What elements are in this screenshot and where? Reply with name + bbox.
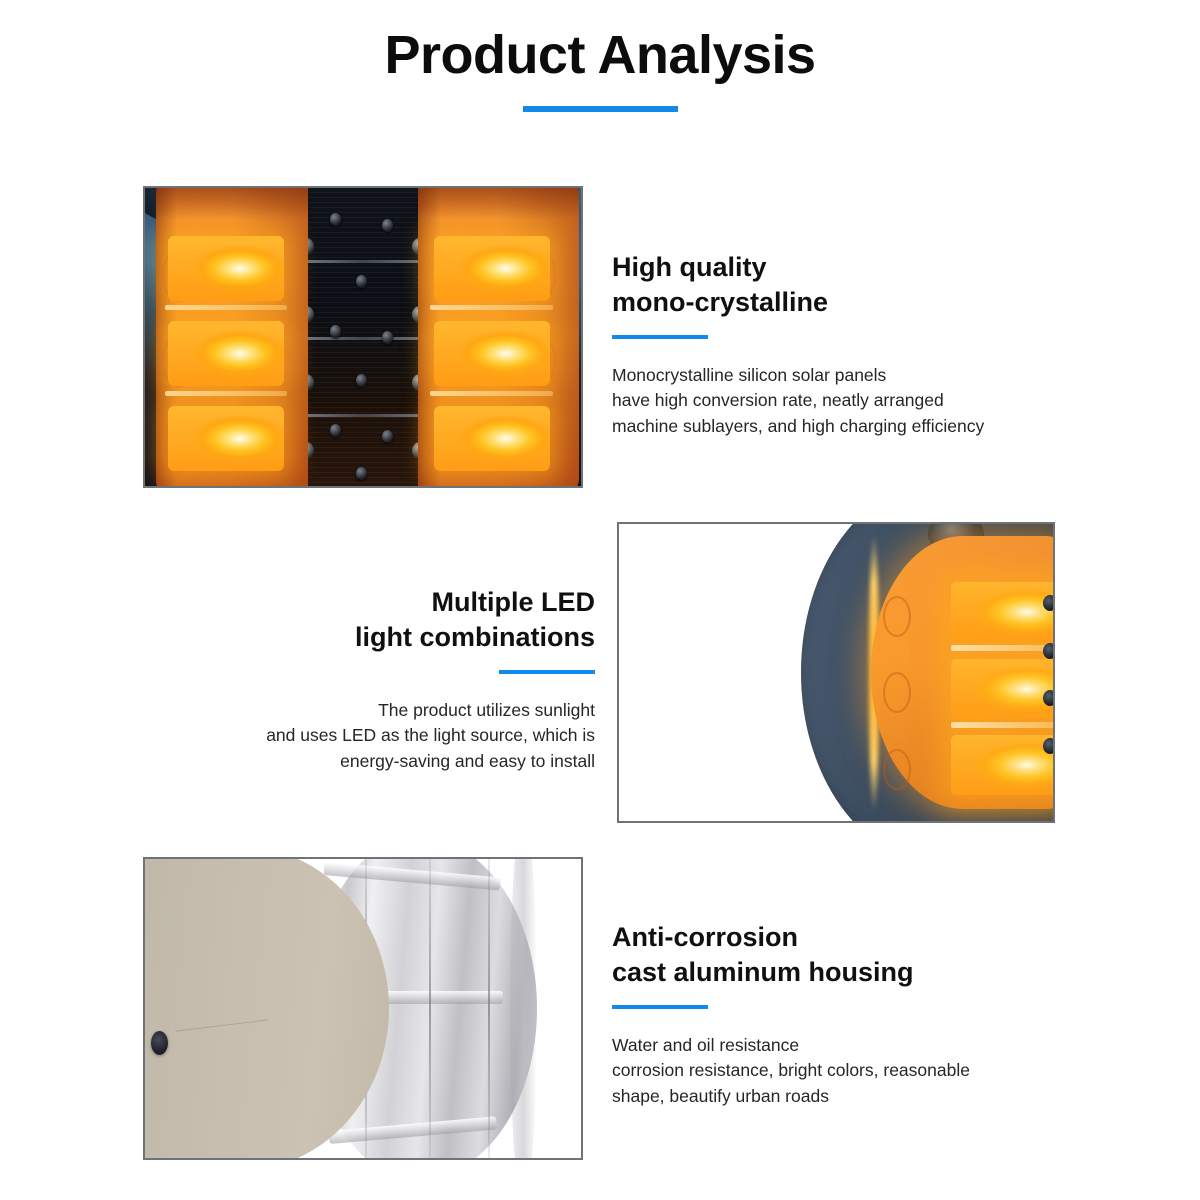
housing-side-notch (1043, 642, 1053, 659)
feature-body-aluminum-housing: Water and oil resistance corrosion resis… (612, 1035, 970, 1106)
lens-divider-bar (430, 305, 553, 311)
led-light (950, 735, 1053, 796)
lens-reflector (882, 672, 911, 714)
lens-divider-bar (950, 721, 1053, 728)
panel-busbar (304, 414, 422, 418)
title-underline-accent (522, 106, 678, 113)
panel-node (355, 467, 367, 481)
lens-divider-bar (950, 645, 1053, 652)
page-header: Product Analysis (0, 25, 1200, 113)
amber-lens-module (870, 535, 1053, 810)
product-image-aluminum-housing (143, 857, 583, 1160)
feature-text-aluminum-housing: Anti-corrosion cast aluminum housing Wat… (612, 920, 1082, 1109)
housing-seam (428, 859, 431, 1158)
surface-scratch (174, 1018, 269, 1032)
lens-divider-bar (165, 305, 288, 311)
feature-text-led-module: Multiple LED light combinations The prod… (170, 585, 595, 774)
lens-rim (155, 188, 309, 221)
feature-text-solar-panel: High quality mono-crystalline Monocrysta… (612, 250, 1082, 439)
panel-node (355, 275, 367, 289)
housing-ridge (328, 1116, 497, 1145)
feature-accent-rule (612, 335, 708, 340)
lens-rim (417, 188, 579, 221)
feature-heading-solar-panel: High quality mono-crystalline (612, 252, 829, 317)
led-light (168, 321, 285, 386)
housing-seam (487, 859, 490, 1158)
led-light (950, 658, 1053, 719)
housing-side-notch (1043, 737, 1053, 754)
housing-outer-edge (510, 859, 538, 1158)
lens-reflector (882, 595, 911, 637)
lens-divider-bar (165, 390, 288, 396)
panel-busbar (304, 337, 422, 340)
panel-node (381, 429, 393, 443)
amber-lens-right (417, 188, 579, 486)
panel-node (355, 374, 367, 388)
product-image-solar-panel (143, 186, 583, 488)
panel-node (330, 324, 342, 338)
feature-accent-rule (612, 1005, 708, 1010)
housing-top-face (145, 859, 390, 1158)
amber-lens-left (155, 188, 309, 486)
mounting-hole (151, 1031, 169, 1056)
lens-divider-bar (430, 390, 553, 396)
led-light (168, 406, 285, 472)
panel-node (330, 213, 342, 227)
panel-node (330, 423, 342, 437)
led-light (433, 235, 550, 301)
panel-node (381, 219, 393, 233)
led-light (168, 235, 285, 301)
led-light (433, 406, 550, 472)
feature-body-solar-panel: Monocrystalline silicon solar panels hav… (612, 365, 985, 436)
panel-node (381, 330, 393, 344)
feature-heading-led-module: Multiple LED light combinations (355, 587, 595, 652)
lens-reflector (882, 748, 911, 790)
monocrystalline-solar-panel (298, 188, 428, 486)
product-image-led-module (617, 522, 1055, 823)
feature-accent-rule (499, 670, 595, 675)
housing-side-notch (1043, 690, 1053, 707)
panel-busbar (304, 259, 422, 263)
led-light (433, 321, 550, 386)
page-title: Product Analysis (384, 25, 816, 85)
feature-heading-aluminum-housing: Anti-corrosion cast aluminum housing (612, 922, 914, 987)
housing-side-notch (1043, 595, 1053, 612)
led-light (950, 582, 1053, 643)
housing-ridge (323, 861, 501, 891)
feature-body-led-module: The product utilizes sunlight and uses L… (266, 700, 595, 771)
